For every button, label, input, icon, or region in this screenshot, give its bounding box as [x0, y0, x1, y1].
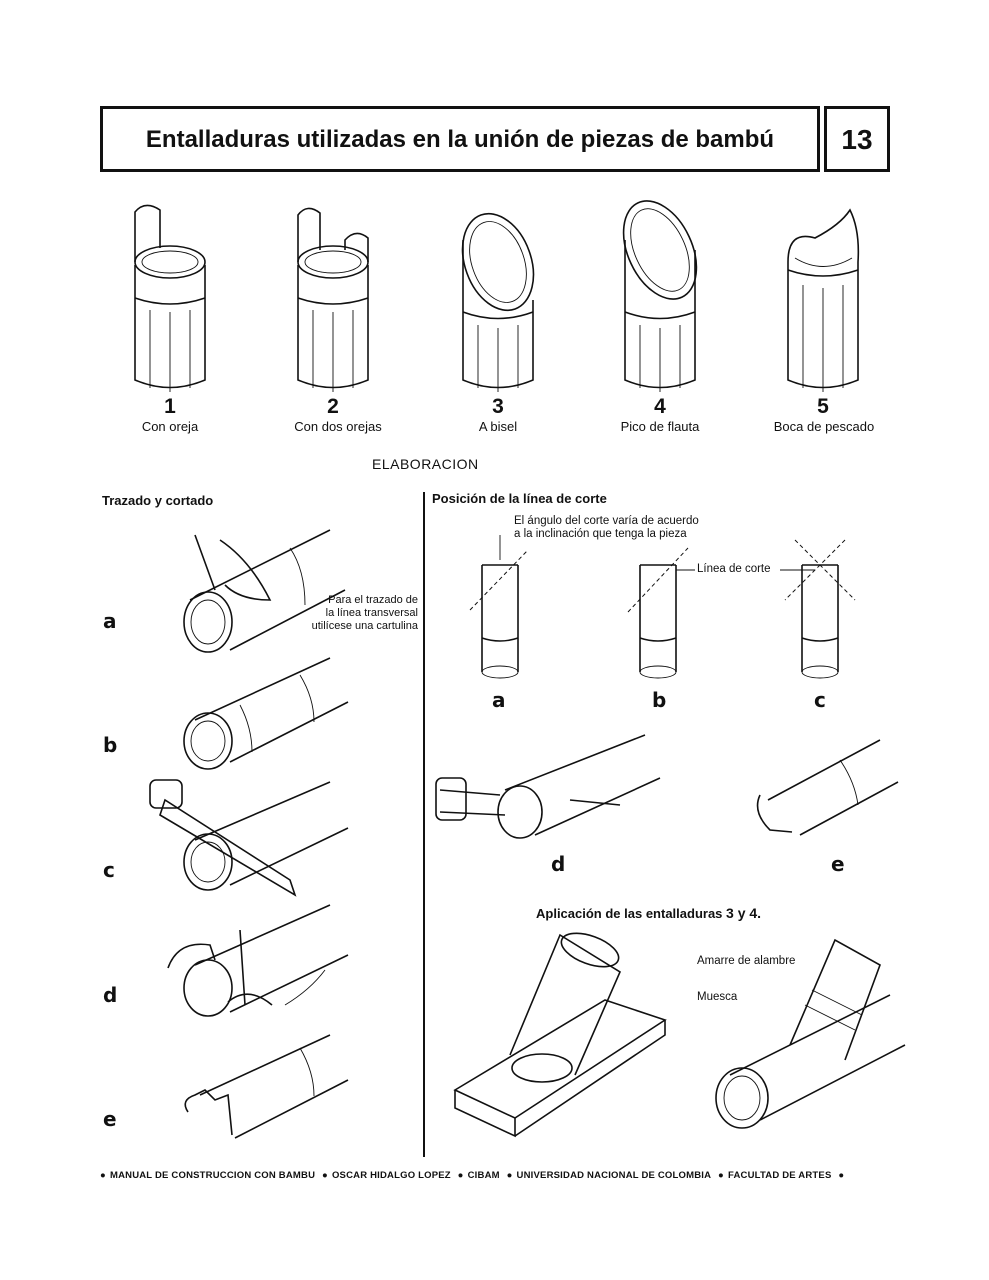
- joint-2-number: 2: [327, 395, 339, 418]
- right-step-d-label: d: [551, 852, 566, 876]
- application-left-illustration: [453, 932, 667, 1138]
- joint-5-label: Boca de pescado: [773, 419, 875, 434]
- left-step-d-label: d: [103, 983, 118, 1007]
- footer-item-1: MANUAL DE CONSTRUCCION CON BAMBU: [109, 1170, 316, 1181]
- right-step-b-illustration: [627, 547, 695, 679]
- footer: ●MANUAL DE CONSTRUCCION CON BAMBU ●OSCAR…: [100, 1170, 845, 1181]
- left-step-b-label: b: [103, 733, 118, 757]
- application-right-illustration: [715, 938, 906, 1129]
- cut-line-label: Línea de corte: [697, 563, 771, 575]
- left-note-line-2: la línea transversal: [325, 607, 418, 619]
- column-divider: [423, 492, 425, 1157]
- right-step-a-illustration: [469, 535, 529, 679]
- right-step-a-label: a: [492, 688, 506, 712]
- right-step-c-illustration: [780, 539, 856, 679]
- application-title-numbers: 3 y 4.: [726, 905, 762, 921]
- left-note-line-1: Para el trazado de: [328, 594, 418, 606]
- left-subtitle: Trazado y cortado: [102, 493, 214, 508]
- joint-2-illustration: [297, 207, 369, 392]
- right-note-line-1: El ángulo del corte varía de acuerdo: [514, 515, 699, 527]
- joint-1-number: 1: [164, 395, 176, 418]
- left-note-line-3: utilícese una cartulina: [311, 620, 418, 632]
- joint-5-number: 5: [817, 395, 829, 418]
- page-title: Entalladuras utilizadas en la unión de p…: [145, 126, 775, 153]
- footer-item-4: UNIVERSIDAD NACIONAL DE COLOMBIA: [516, 1170, 712, 1181]
- joint-5-illustration: [787, 208, 860, 392]
- joint-4-illustration: [622, 200, 698, 392]
- joint-3-illustration: [461, 212, 535, 392]
- left-step-c-illustration: [149, 779, 349, 897]
- joint-2-label: Con dos orejas: [294, 419, 382, 434]
- left-step-e-illustration: [184, 1034, 349, 1139]
- right-step-e-label: e: [831, 852, 845, 876]
- joint-3-number: 3: [492, 395, 504, 418]
- left-step-c-label: c: [103, 858, 115, 882]
- left-step-b-illustration: [183, 657, 349, 770]
- joint-1-illustration: [134, 204, 206, 392]
- right-note-line-2: a la inclinación que tenga la pieza: [514, 528, 687, 540]
- joint-4-label: Pico de flauta: [620, 419, 700, 434]
- joint-3-label: A bisel: [478, 419, 518, 434]
- wire-label: Amarre de alambre: [697, 955, 796, 967]
- footer-item-5: FACULTAD DE ARTES: [728, 1170, 832, 1181]
- left-step-a-illustration: [183, 529, 346, 653]
- right-step-b-label: b: [652, 688, 667, 712]
- application-title: Aplicación de las entalladuras 3 y 4.: [536, 905, 761, 921]
- left-step-e-label: e: [103, 1107, 117, 1131]
- joint-4-number: 4: [654, 395, 666, 418]
- right-step-d-illustration: [435, 734, 661, 839]
- right-subtitle: Posición de la línea de corte: [432, 491, 607, 506]
- page-number-box: 13: [824, 106, 890, 172]
- left-note: Para el trazado de la línea transversal …: [300, 594, 418, 633]
- title-box: Entalladuras utilizadas en la unión de p…: [100, 106, 820, 172]
- right-note: El ángulo del corte varía de acuerdo a l…: [514, 515, 699, 541]
- left-step-d-illustration: [167, 904, 349, 1017]
- footer-item-2: OSCAR HIDALGO LOPEZ: [331, 1170, 451, 1181]
- page-number: 13: [841, 124, 873, 155]
- right-step-c-label: c: [814, 688, 826, 712]
- right-step-e-illustration: [756, 739, 899, 836]
- notch-label: Muesca: [697, 991, 738, 1003]
- footer-item-3: CIBAM: [467, 1170, 500, 1181]
- application-title-text: Aplicación de las entalladuras: [536, 906, 723, 921]
- section-title: ELABORACION: [372, 456, 479, 472]
- left-step-a-label: a: [103, 609, 117, 633]
- joint-1-label: Con oreja: [141, 419, 199, 434]
